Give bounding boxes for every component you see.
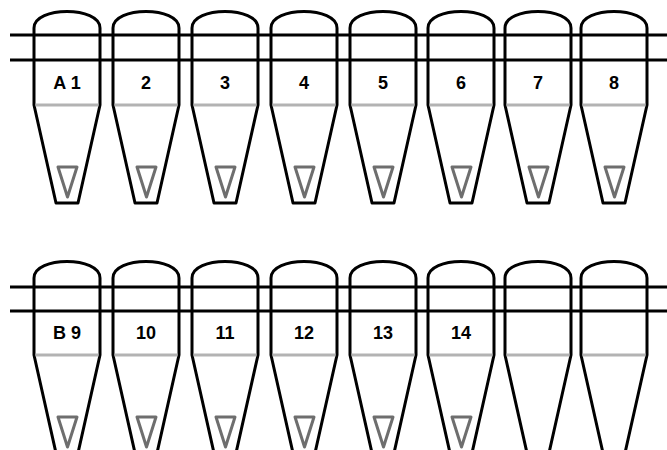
tube-outline xyxy=(428,262,494,450)
liquid xyxy=(137,167,156,197)
liquid xyxy=(605,167,624,197)
liquid xyxy=(216,167,235,197)
pcr-tube: 7 xyxy=(505,12,571,203)
tube-number: 7 xyxy=(505,72,571,94)
liquid xyxy=(452,417,471,447)
liquid xyxy=(295,167,314,197)
tube-number: 2 xyxy=(113,72,179,94)
pcr-tube: 6 xyxy=(428,12,494,203)
tube-number: 10 xyxy=(113,322,179,344)
tube-outline xyxy=(113,12,179,203)
tube-number: 11 xyxy=(192,322,258,344)
tube-outline xyxy=(350,262,416,450)
pcr-tube: A 1 xyxy=(34,12,100,203)
pcr-tube: 5 xyxy=(350,12,416,203)
tube-outline xyxy=(581,12,647,203)
pcr-tube: 11 xyxy=(192,262,258,450)
pcr-tube: 14 xyxy=(428,262,494,450)
tube-number: 5 xyxy=(350,72,416,94)
pcr-tube: 2 xyxy=(113,12,179,203)
tube-outline xyxy=(34,12,100,203)
tube-outline xyxy=(192,262,258,450)
tube-outline xyxy=(271,12,337,203)
pcr-tube: 12 xyxy=(271,262,337,450)
liquid xyxy=(374,167,393,197)
liquid xyxy=(137,417,156,447)
tube-number: 3 xyxy=(192,72,258,94)
strip-line xyxy=(10,35,667,311)
pcr-tube: 8 xyxy=(581,12,647,203)
tube-number: 12 xyxy=(271,322,337,344)
liquid xyxy=(295,417,314,447)
empty-tube xyxy=(581,262,647,450)
liquid xyxy=(452,167,471,197)
tube-number: B 9 xyxy=(34,322,100,344)
liquid xyxy=(58,417,77,447)
pcr-tube: 13 xyxy=(350,262,416,450)
tube-outline xyxy=(34,262,100,450)
pcr-tube: 4 xyxy=(271,12,337,203)
pcr-tube: 10 xyxy=(113,262,179,450)
tube-number: 8 xyxy=(581,72,647,94)
liquid xyxy=(216,417,235,447)
tube-number: 4 xyxy=(271,72,337,94)
pcr-tube: 3 xyxy=(192,12,258,203)
tube-number: 13 xyxy=(350,322,416,344)
liquid xyxy=(374,417,393,447)
tube-outline xyxy=(113,262,179,450)
tube-number: 14 xyxy=(428,322,494,344)
empty-tube xyxy=(505,262,571,450)
pcr-tube: B 9 xyxy=(34,262,100,450)
liquid xyxy=(529,167,548,197)
tube-outline xyxy=(428,12,494,203)
tube-number: 6 xyxy=(428,72,494,94)
tube-outline xyxy=(271,262,337,450)
tube-outline xyxy=(350,12,416,203)
tube-outline xyxy=(505,12,571,203)
tube-number: A 1 xyxy=(34,72,100,94)
tube-outline xyxy=(192,12,258,203)
liquid xyxy=(58,167,77,197)
